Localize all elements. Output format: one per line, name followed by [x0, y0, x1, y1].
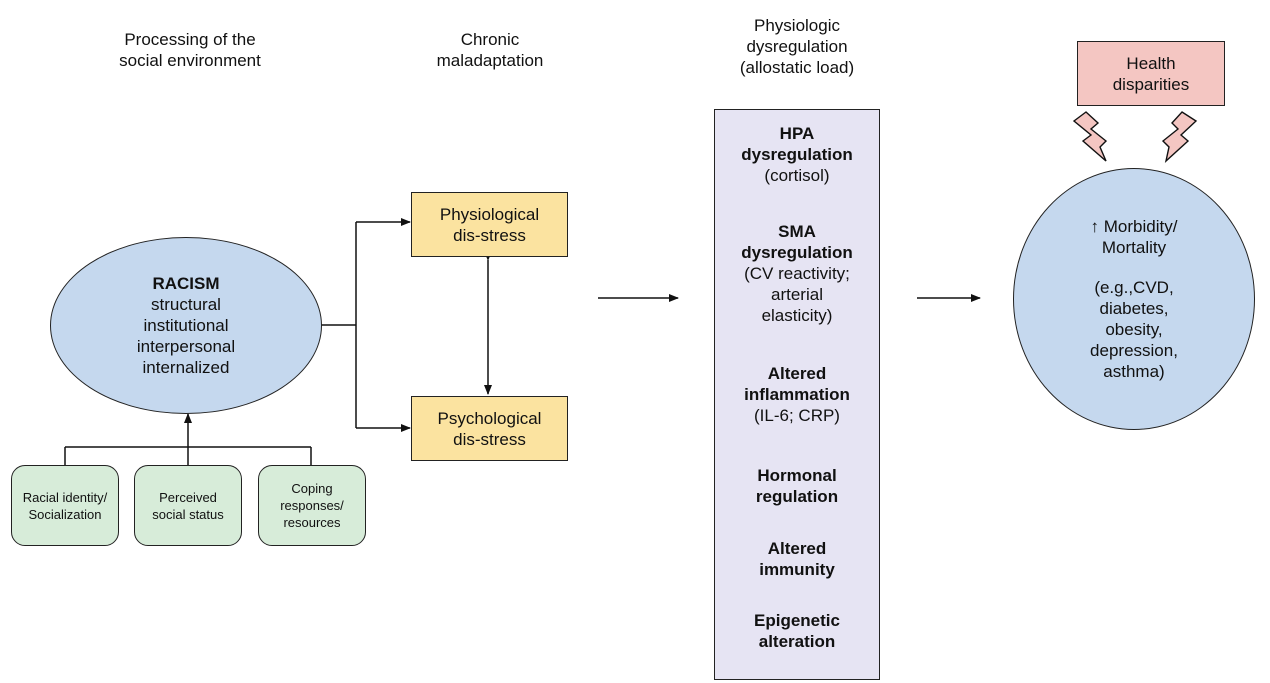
dysregulation-item-hpa: HPA dysregulation (cortisol) — [741, 124, 853, 185]
dysregulation-item-inflammation: Altered inflammation (IL-6; CRP) — [744, 364, 850, 425]
dysregulation-item-epigenetic: Epigenetic alteration — [754, 611, 840, 651]
header-processing: Processing of the social environment — [119, 30, 261, 70]
dysregulation-item-hormonal: Hormonal regulation — [755, 466, 839, 506]
header-chronic-maladaptation: Chronic maladaptation — [436, 30, 544, 70]
dysregulation-item-sma: SMA dysregulation (CV reactivity; arteri… — [741, 222, 853, 325]
racism-ellipse: RACISM structural institutional interper… — [50, 237, 322, 414]
physiological-distress-box: Physiological dis-stress — [411, 192, 568, 257]
dysregulation-item-immunity: Altered immunity — [759, 539, 835, 579]
lightning-bolt-icon-right — [1161, 111, 1198, 163]
moderator-racial-identity: Racial identity/ Socialization — [11, 465, 119, 546]
header-physiologic-dysregulation: Physiologic dysregulation (allostatic lo… — [739, 16, 855, 77]
racism-title: RACISM — [152, 274, 220, 293]
moderator-coping-responses: Coping responses/ resources — [258, 465, 366, 546]
outcome-morbidity: ↑ Morbidity/ — [1090, 217, 1178, 236]
outcome-circle: ↑ Morbidity/ Mortality (e.g.,CVD, diabet… — [1013, 168, 1255, 430]
dysregulation-box: HPA dysregulation (cortisol) SMA dysregu… — [714, 109, 880, 680]
lightning-bolt-icon-left — [1072, 111, 1108, 162]
moderator-perceived-status: Perceived social status — [134, 465, 242, 546]
psychological-distress-box: Psychological dis-stress — [411, 396, 568, 461]
health-disparities-box: Health disparities — [1077, 41, 1225, 106]
